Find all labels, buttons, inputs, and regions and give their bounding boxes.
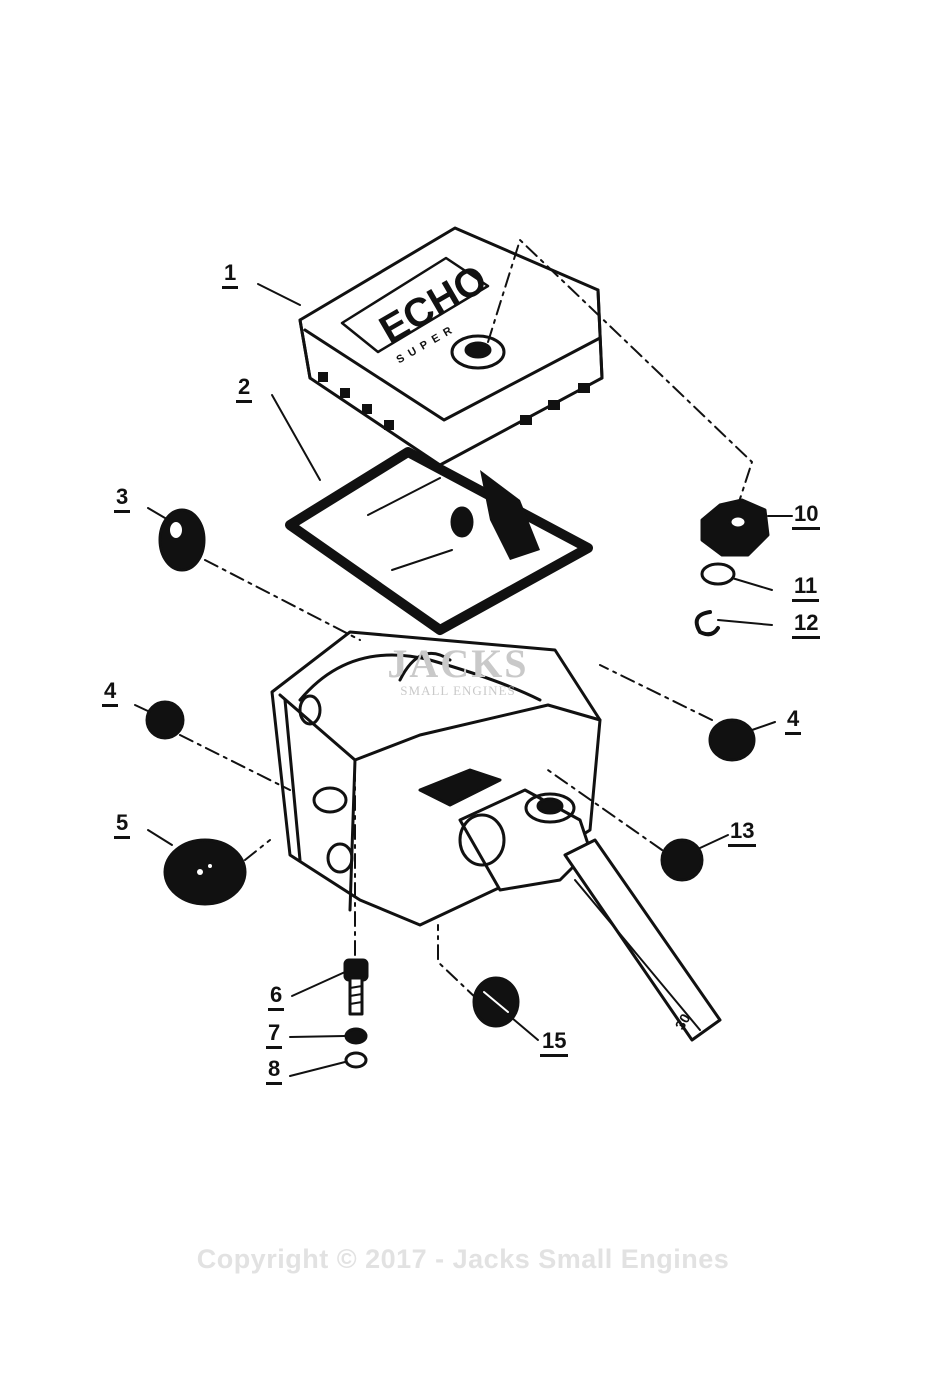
svg-text:30: 30 bbox=[672, 1011, 694, 1033]
callout-2: 2 bbox=[236, 376, 253, 403]
watermark-logo-text: JACKS bbox=[387, 641, 529, 686]
plug-part-13 bbox=[660, 838, 704, 882]
callout-1: 1 bbox=[222, 262, 239, 289]
callout-7: 7 bbox=[266, 1022, 283, 1049]
housing-part: 30 bbox=[270, 630, 722, 1042]
callout-8: 8 bbox=[266, 1058, 283, 1085]
bolt-part-6 bbox=[343, 958, 369, 1016]
callout-6: 6 bbox=[268, 984, 285, 1011]
oring-part-11 bbox=[700, 562, 736, 586]
copyright-text: Copyright © 2017 - Jacks Small Engines bbox=[196, 1244, 730, 1274]
callout-4-left: 4 bbox=[102, 680, 119, 707]
watermark-logo: JACKS SMALL ENGINES bbox=[368, 640, 548, 699]
callout-10: 10 bbox=[792, 503, 821, 530]
plug-part-3 bbox=[158, 508, 206, 572]
grommet-part-4-right bbox=[708, 718, 756, 762]
washer-part-7 bbox=[344, 1027, 368, 1045]
callout-15: 15 bbox=[540, 1030, 569, 1057]
callout-4-right: 4 bbox=[785, 708, 802, 735]
callout-3: 3 bbox=[114, 486, 131, 513]
gasket-part bbox=[285, 447, 593, 635]
mount-part-5 bbox=[163, 838, 247, 906]
callout-13: 13 bbox=[728, 820, 757, 847]
grommet-part-4-left bbox=[145, 700, 185, 740]
callout-12: 12 bbox=[792, 612, 821, 639]
washer-part-8 bbox=[344, 1051, 368, 1069]
knob-part-10 bbox=[700, 498, 770, 557]
callout-5: 5 bbox=[114, 812, 131, 839]
clip-part-12 bbox=[694, 610, 720, 637]
leader-lines bbox=[134, 283, 793, 1077]
grommet-part-15 bbox=[472, 976, 520, 1028]
callout-11: 11 bbox=[792, 575, 820, 602]
cover-part: ECHO SUPER bbox=[298, 226, 604, 467]
watermark-logo-subtext: SMALL ENGINES bbox=[400, 683, 516, 698]
assembly-lines bbox=[179, 239, 753, 1001]
